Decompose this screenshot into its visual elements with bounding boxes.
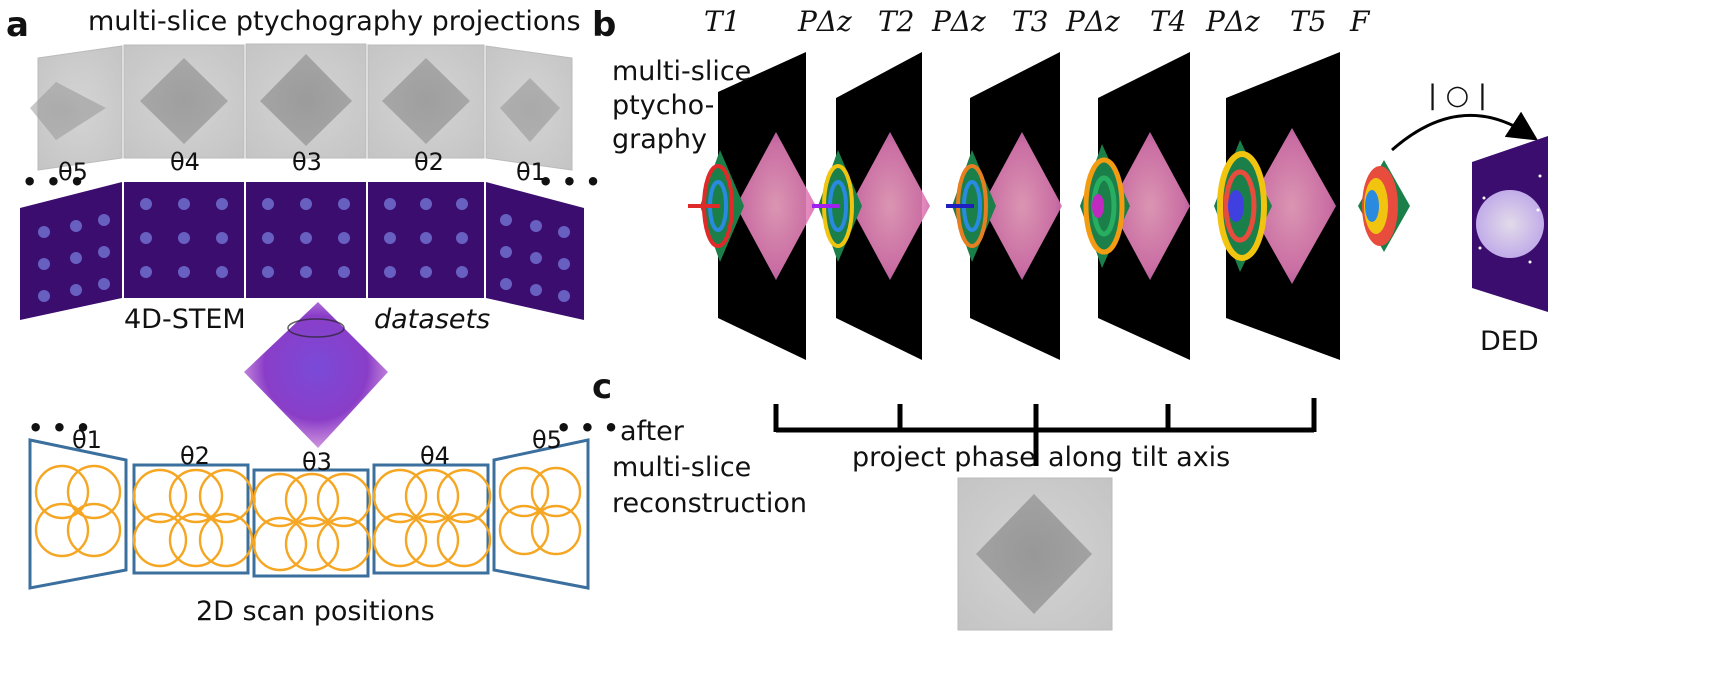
projection-tiles <box>30 43 573 171</box>
object-diamonds <box>736 128 1336 284</box>
ded-detector <box>1472 136 1548 312</box>
operator-p2: PΔz <box>932 5 986 38</box>
label-datasets: datasets <box>374 304 491 335</box>
theta-bottom-3: θ3 <box>302 448 332 476</box>
ellipsis-bottom-right: • • • <box>556 414 619 442</box>
scan-frame-3 <box>252 468 370 578</box>
theta-bottom-2: θ2 <box>180 442 210 470</box>
scan-frame-4 <box>372 463 490 575</box>
operator-p3: PΔz <box>1066 5 1120 38</box>
ellipsis-bottom-left: • • • <box>28 414 91 442</box>
dataset-tile-1 <box>20 182 122 320</box>
side-label-b-2: ptycho- <box>612 90 715 121</box>
projection-bracket <box>773 398 1317 466</box>
propagation-arrow <box>1391 111 1539 152</box>
theta-top-3: θ3 <box>292 148 322 176</box>
scan-position-frames <box>28 438 590 590</box>
operator-p1: PΔz <box>798 5 852 38</box>
ellipsis-top-right: • • • <box>538 168 601 196</box>
operator-t2: T2 <box>878 5 915 38</box>
scan-frame-1 <box>28 438 128 590</box>
panel-letter-a: a <box>6 5 29 45</box>
panel-letter-c: c <box>592 367 613 407</box>
operator-t3: T3 <box>1012 5 1049 38</box>
3d-reconstruction-blob <box>244 302 388 448</box>
side-label-c-2: multi-slice <box>612 452 752 483</box>
ded-label: DED <box>1480 326 1539 357</box>
abs-operator-label: | ○ | <box>1428 80 1487 111</box>
side-label-b-3: graphy <box>612 124 708 155</box>
operator-f: F <box>1350 5 1370 38</box>
operator-p4: PΔz <box>1206 5 1260 38</box>
side-label-c-1: after <box>620 416 684 447</box>
theta-top-1: θ1 <box>516 158 546 186</box>
projected-phase-image <box>957 477 1113 631</box>
panel-a-title: multi-slice ptychography projections <box>88 6 581 37</box>
side-label-b-1: multi-slice <box>612 56 752 87</box>
theta-bottom-4: θ4 <box>420 442 450 470</box>
operator-t5: T5 <box>1290 5 1327 38</box>
theta-top-5: θ5 <box>58 158 88 186</box>
label-project-phase: project phase <box>852 442 1036 473</box>
probe-waves <box>688 140 1272 272</box>
theta-bottom-1: θ1 <box>72 426 102 454</box>
theta-bottom-5: θ5 <box>532 426 562 454</box>
label-scan-positions: 2D scan positions <box>196 596 435 627</box>
theta-top-4: θ4 <box>170 148 200 176</box>
panel-letter-b: b <box>592 5 617 45</box>
label-along-tilt-axis: along tilt axis <box>1048 442 1231 473</box>
4dstem-datasets <box>20 182 584 320</box>
operator-t1: T1 <box>704 5 741 38</box>
exit-wave <box>1358 160 1410 252</box>
label-4dstem: 4D-STEM <box>124 304 246 335</box>
operator-t4: T4 <box>1150 5 1187 38</box>
scan-frame-2 <box>132 463 250 575</box>
theta-top-2: θ2 <box>414 148 444 176</box>
side-label-c-3: reconstruction <box>612 488 808 519</box>
ellipsis-top-left: • • • <box>22 168 85 196</box>
